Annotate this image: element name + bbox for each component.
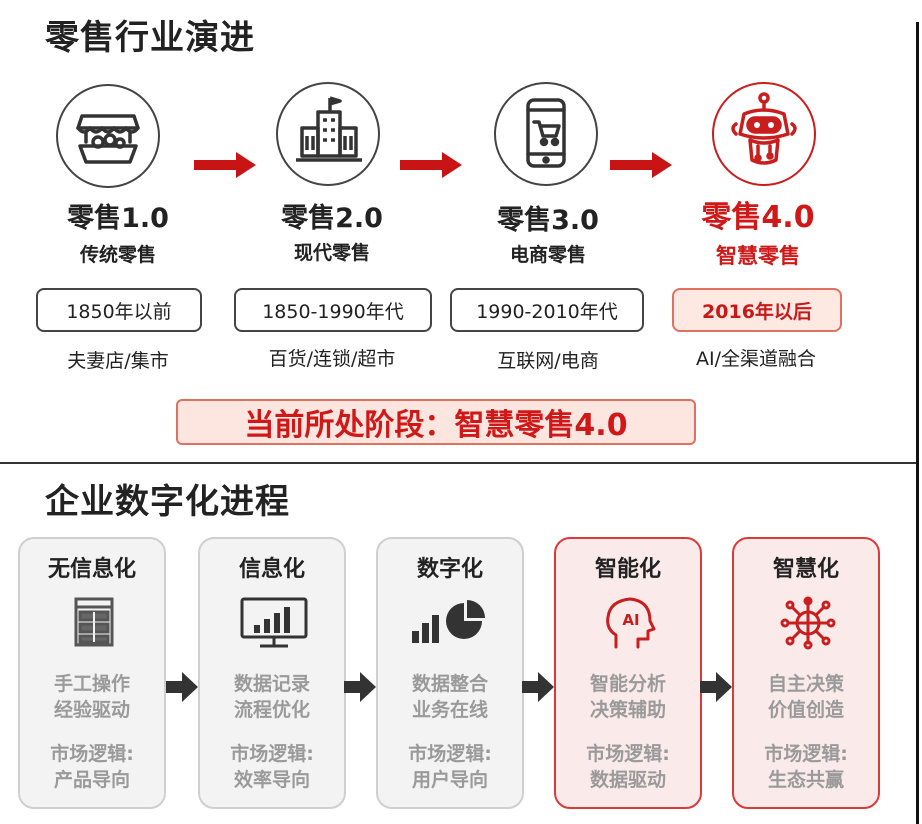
stage-line-2: 经验驱动 [53,699,130,721]
monitor-chart-icon [240,597,308,648]
stage-logic-label: 市场逻辑: [230,743,314,765]
arrow-right-icon [610,152,672,178]
era-name-4: 零售4.0 [701,200,815,235]
stage-logic-label: 市场逻辑: [408,743,492,765]
era-period-3: 1990-2010年代 [450,288,644,332]
era-desc-1: 夫妻店/集市 [67,350,169,372]
era-sub-2: 现代零售 [293,242,370,264]
stage-card-5: 智慧化 自主决策 价值创造 市场逻辑: 生态共赢 [732,537,880,809]
era-period-4: 2016年以后 [672,288,842,332]
stage-line-2: 决策辅助 [589,699,666,721]
svg-text:AI: AI [622,611,639,629]
stage-card-4: 智能化 AI 智能分析 决策辅助 市场逻辑: 数据驱动 [554,537,702,809]
stage-line-2: 价值创造 [767,699,844,721]
bar-pie-chart-icon [412,600,485,643]
ledger-icon [74,597,114,647]
right-border-rule [916,22,919,824]
stage-line-1: 数据整合 [411,673,488,695]
stage-card-3: 数字化 数据整合 业务在线 市场逻辑: 用户导向 [376,537,524,809]
section-divider [0,462,916,464]
arrow-right-icon [400,152,462,178]
stage-logic-value: 效率导向 [233,769,310,791]
stage-card-1: 无信息化 手工操作 经验驱动 市场逻辑: 产品导向 [18,537,166,809]
stage-line-2: 流程优化 [233,699,310,721]
era-name-3: 零售3.0 [497,205,599,236]
stage-title: 智慧化 [772,557,839,582]
stage-logic-value: 数据驱动 [589,769,666,791]
era-sub-1: 传统零售 [79,244,156,266]
section-title-retail: 零售行业演进 [45,18,255,58]
arrow-right-icon [522,672,554,702]
arrow-right-icon [166,672,198,702]
arrow-right-icon [194,152,256,178]
stage-logic-value: 用户导向 [411,769,488,791]
stage-logic-value: 产品导向 [53,769,130,791]
era-period-1: 1850年以前 [36,288,202,332]
arrow-right-icon [344,672,376,702]
stage-line-2: 业务在线 [411,699,488,721]
robot-icon [712,82,816,186]
stage-title: 信息化 [238,557,305,582]
era-name-1: 零售1.0 [67,203,169,234]
stage-line-1: 数据记录 [233,673,310,695]
current-stage-banner: 当前所处阶段：智慧零售4.0 [176,399,696,445]
stage-logic-value: 生态共赢 [767,769,844,791]
stage-logic-label: 市场逻辑: [586,743,670,765]
stage-line-1: 自主决策 [767,673,844,695]
era-sub-3: 电商零售 [509,244,586,266]
section-title-digital: 企业数字化进程 [45,482,290,522]
era-desc-3: 互联网/电商 [497,350,599,372]
network-hub-icon [780,596,836,650]
era-desc-4: AI/全渠道融合 [695,348,816,370]
stage-title: 无信息化 [47,557,136,582]
era-name-2: 零售2.0 [281,203,383,234]
era-desc-2: 百货/连锁/超市 [268,348,396,370]
stage-logic-label: 市场逻辑: [764,743,848,765]
era-sub-4: 智慧零售 [716,244,800,268]
arrow-right-icon [700,672,732,702]
stage-card-2: 信息化 数据记录 流程优化 市场逻辑: 效率导向 [198,537,346,809]
stage-logic-label: 市场逻辑: [50,743,134,765]
stage-line-1: 手工操作 [53,673,130,695]
mobile-cart-icon [494,82,598,186]
department-store-icon [276,82,380,186]
era-period-2: 1850-1990年代 [234,288,432,332]
stage-title: 数字化 [416,557,483,582]
stage-line-1: 智能分析 [589,673,666,695]
ai-head-icon: AI [606,597,656,649]
stage-title: 智能化 [594,557,661,582]
market-stall-icon [56,84,160,188]
